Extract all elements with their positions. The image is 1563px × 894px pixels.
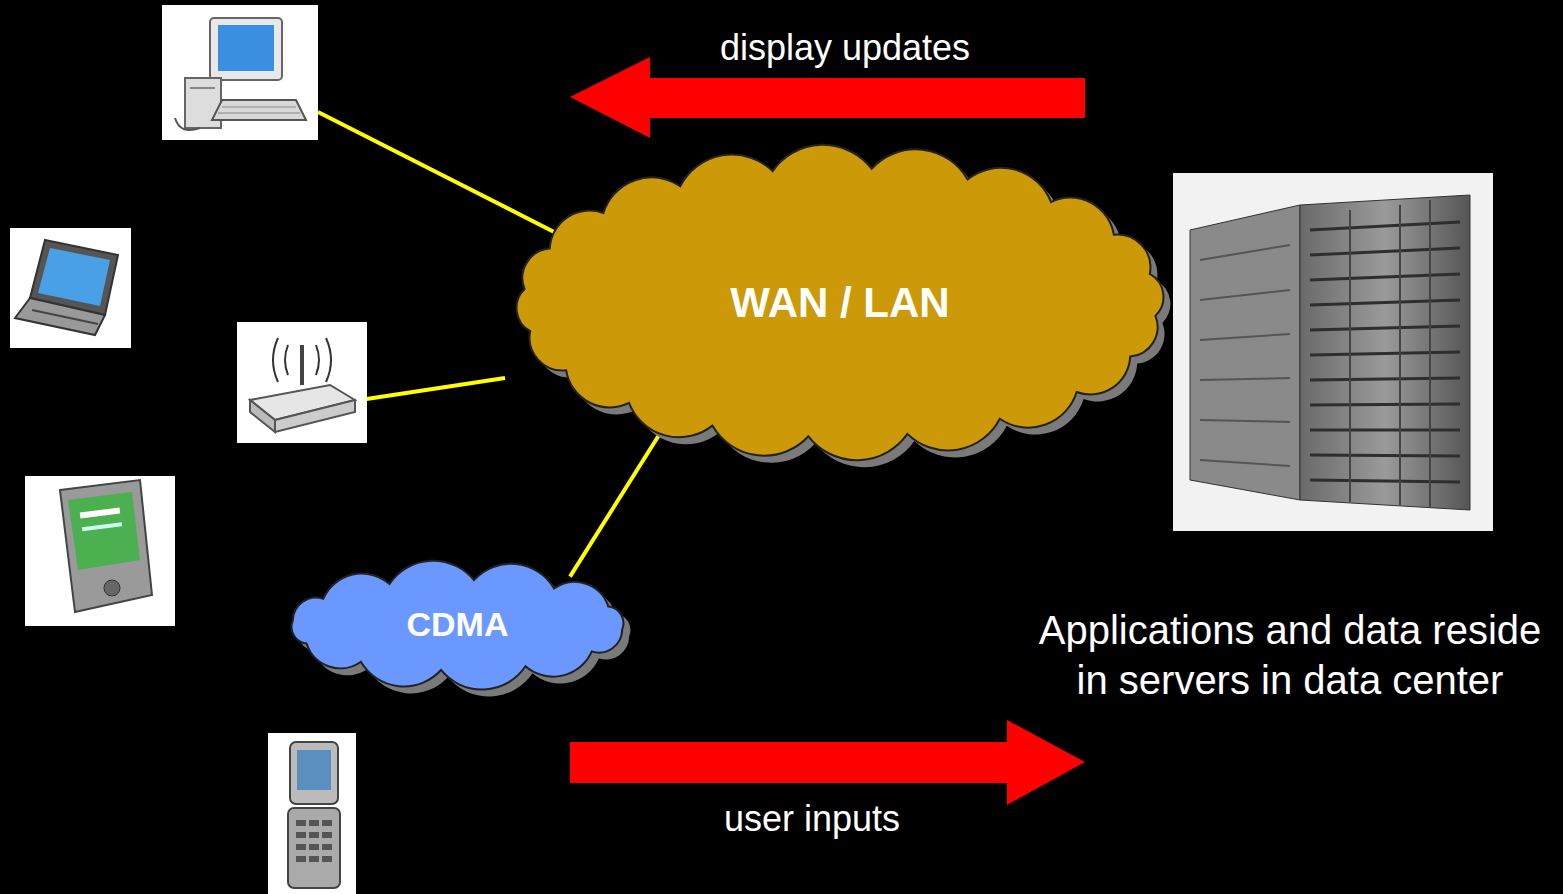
- wan-cloud: WAN / LAN: [495, 140, 1185, 465]
- router-icon: [237, 322, 367, 443]
- cdma-cloud: CDMA: [270, 558, 645, 692]
- desktop-icon: [162, 5, 318, 140]
- phone-icon: [268, 733, 356, 894]
- arrow-label: user inputs: [724, 796, 900, 841]
- pc-wire: [318, 112, 560, 235]
- pda-icon: [25, 476, 175, 626]
- display-arrow: [570, 57, 1085, 138]
- network-link: [570, 433, 661, 577]
- laptop-icon: [10, 228, 131, 348]
- server-rack-image: [1173, 173, 1493, 531]
- router-wire: [360, 378, 505, 400]
- data-center-caption: Applications and data reside in servers …: [1025, 605, 1555, 705]
- cloud-label: CDMA: [407, 605, 509, 644]
- input-arrow: [570, 720, 1085, 805]
- cloud-label: WAN / LAN: [730, 279, 949, 327]
- arrow-label: display updates: [720, 25, 970, 70]
